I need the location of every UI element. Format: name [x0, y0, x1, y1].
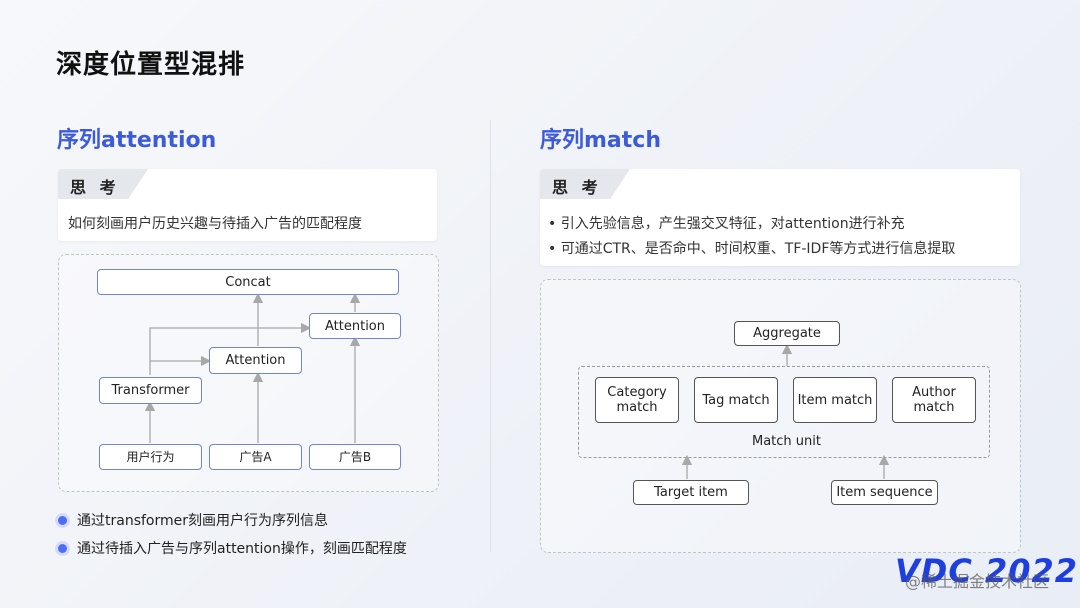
- left-bullet-1: 通过transformer刻画用户行为序列信息: [58, 510, 328, 530]
- attention-mid-node: Attention: [209, 347, 302, 374]
- left-section-title: 序列attention: [57, 128, 217, 153]
- think-header: 思 考: [58, 169, 148, 199]
- right-section-title: 序列match: [540, 128, 661, 153]
- match-unit-group: [578, 366, 990, 458]
- author-match-node: Author match: [892, 377, 976, 423]
- aggregate-node: Aggregate: [734, 321, 840, 346]
- ad-a-node: 广告A: [209, 444, 302, 470]
- concat-node: Concat: [97, 269, 399, 295]
- item-match-node: Item match: [793, 377, 877, 423]
- vdc-logo: VDC 2022: [895, 552, 1079, 590]
- left-bullet-2: 通过待插入广告与序列attention操作，刻画匹配程度: [58, 538, 407, 558]
- bullet-text: 通过待插入广告与序列attention操作，刻画匹配程度: [77, 541, 407, 557]
- bullet-text: 通过transformer刻画用户行为序列信息: [77, 513, 329, 529]
- page-title: 深度位置型混排: [56, 50, 246, 80]
- category-match-node: Category match: [595, 377, 679, 423]
- user-behavior-node: 用户行为: [99, 444, 202, 470]
- think-label: 思 考: [70, 178, 120, 197]
- tag-match-node: Tag match: [694, 377, 778, 423]
- item-sequence-node: Item sequence: [831, 480, 938, 505]
- think-label: 思 考: [552, 178, 602, 197]
- think-line-2: • 可通过CTR、是否命中、时间权重、TF-IDF等方式进行信息提取: [548, 241, 956, 257]
- match-unit-label: Match unit: [752, 434, 821, 449]
- left-think-card: 思 考 如何刻画用户历史兴趣与待插入广告的匹配程度: [58, 169, 437, 241]
- divider: [490, 120, 491, 552]
- think-line-1: • 引入先验信息，产生强交叉特征，对attention进行补充: [548, 216, 905, 232]
- attention-top-node: Attention: [309, 313, 401, 339]
- transformer-node: Transformer: [99, 377, 202, 404]
- think-text: 如何刻画用户历史兴趣与待插入广告的匹配程度: [68, 216, 362, 232]
- watermark: @稀土掘金技术社区: [905, 572, 1050, 591]
- bullet-dot-icon: [58, 515, 67, 525]
- right-think-card: 思 考 • 引入先验信息，产生强交叉特征，对attention进行补充 • 可通…: [540, 169, 1020, 266]
- think-header: 思 考: [540, 169, 630, 199]
- target-item-node: Target item: [633, 480, 749, 505]
- bullet-dot-icon: [58, 543, 67, 553]
- ad-b-node: 广告B: [309, 444, 401, 470]
